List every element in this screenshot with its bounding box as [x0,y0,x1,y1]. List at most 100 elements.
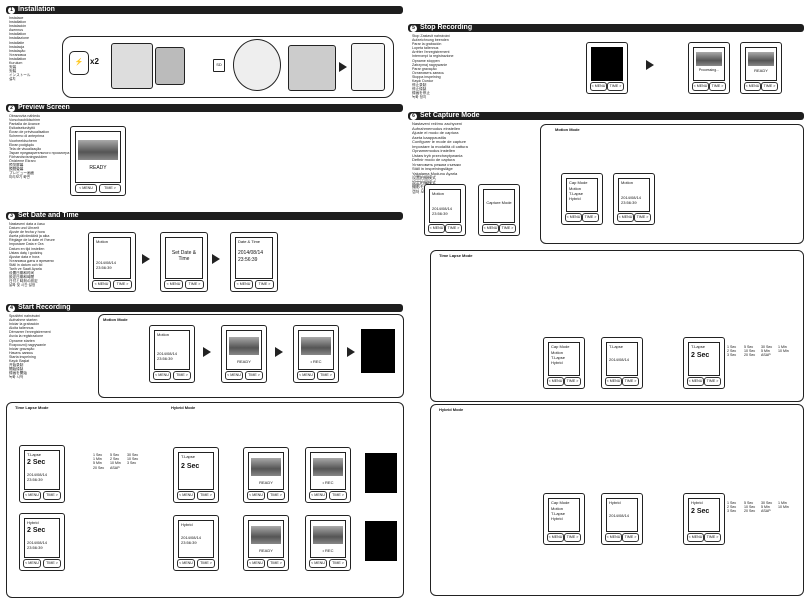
language-line: Installazione [9,36,29,41]
time-button[interactable]: TIME > [255,280,274,289]
motion-screen-1: Motion 2014/08/14 23:56:39 < MENU TIME > [149,325,195,383]
time-button[interactable]: TIME > [113,280,132,289]
time-button[interactable]: TIME > [197,491,215,500]
interval-label: 2 Sec [27,459,46,466]
time-button[interactable]: TIME > [564,533,581,542]
menu-button[interactable]: < MENU [744,82,761,91]
menu-button[interactable]: < MENU [547,377,564,386]
menu-button[interactable]: < MENU [428,224,445,233]
menu-button[interactable]: < MENU [605,533,622,542]
language-line: Rozpocznij nagrywanie [9,342,46,347]
capture-screen-2: Capture Mode < MENU TIME > [478,184,520,236]
menu-button[interactable]: < MENU [309,559,327,568]
option-hybrid: Hybrid [569,196,581,201]
menu-button[interactable]: < MENU [565,213,582,222]
time-button[interactable]: TIME > [704,377,721,386]
menu-button[interactable]: < MENU [309,491,327,500]
time-button[interactable]: TIME > [704,533,721,542]
menu-button[interactable]: < MENU [297,371,315,380]
menu-button[interactable]: < MENU [75,184,97,193]
time-button[interactable]: TIME > [267,491,285,500]
time-button[interactable]: TIME > [607,82,624,91]
mode-label: Motion [96,239,109,244]
time-button[interactable]: TIME > [445,224,462,233]
time-button[interactable]: TIME > [43,491,61,500]
time-button[interactable]: TIME > [43,559,61,568]
time-button[interactable]: TIME > [709,82,726,91]
menu-button[interactable]: < MENU [617,213,634,222]
menu-button[interactable]: < MENU [687,377,704,386]
time-button[interactable]: TIME > [761,82,778,91]
language-line: Esikatselunäyttö [9,126,36,131]
interval-option: 1 Min [93,457,102,462]
language-line: 날짜 및 시간 설정 [9,283,36,288]
time-button[interactable]: TIME > [582,213,599,222]
time-button[interactable]: TIME > [173,371,191,380]
date-value: 2014/08/14 [621,195,642,200]
time-button[interactable]: TIME > [622,533,639,542]
time-button[interactable]: TIME > [99,184,121,193]
processing-label: Processing... [698,68,720,72]
time-button[interactable]: TIME > [317,371,335,380]
language-line: Ustaw tryb przechwytywania [412,152,463,158]
preview-image [313,526,343,544]
menu-button[interactable]: < MENU [247,559,265,568]
language-line: Configurer le mode de capture [412,139,467,144]
time-button[interactable]: TIME > [245,371,263,380]
menu-button[interactable]: < MENU [177,559,195,568]
motion-screen-2: READY < MENU TIME > [221,325,267,383]
menu-button[interactable]: < MENU [687,533,704,542]
time-button[interactable]: TIME > [185,280,204,289]
rec-label: • REC [322,548,334,553]
language-line: Kurulum [9,61,23,66]
menu-button[interactable]: < MENU [234,280,253,289]
time-button[interactable]: TIME > [329,559,347,568]
menu-button[interactable]: < MENU [153,371,171,380]
screen-display: T.Lapse 2 Sec [688,342,720,376]
language-line: Starta inspelning [9,354,36,359]
interval-option: 1 Sec [727,345,737,349]
interval-option: 20 Sec [93,465,105,470]
hybrid-screen-3: READY < MENU TIME > [243,515,289,571]
screen-display: READY [226,330,262,370]
menu-button[interactable]: < MENU [164,280,183,289]
time-button[interactable]: TIME > [564,377,581,386]
option-hybrid: Hybrid [551,516,563,521]
date-value: 2014/08/14 [96,260,117,265]
step-arrow [275,347,283,357]
date-value: 2014/08/14 [27,540,48,545]
menu-button[interactable]: < MENU [547,533,564,542]
screen-display: • REC [298,330,334,370]
language-line: Instalacja [9,44,25,49]
language-line: Aseta kaappaustila [412,134,446,140]
date-value: 2014/08/14 [27,472,48,477]
date-value: 2014/08/14 [609,357,630,362]
step-arrow [347,347,355,357]
time-button[interactable]: TIME > [499,224,516,233]
time-button[interactable]: TIME > [634,213,651,222]
menu-button[interactable]: < MENU [225,371,243,380]
menu-button[interactable]: < MENU [482,224,499,233]
menu-button[interactable]: < MENU [23,491,41,500]
language-line: Arrêter l'enregistrement [412,50,450,55]
time-button[interactable]: TIME > [197,559,215,568]
menu-button[interactable]: < MENU [605,377,622,386]
menu-button[interactable]: < MENU [177,491,195,500]
time-button[interactable]: TIME > [622,377,639,386]
language-line: Instalación [9,24,27,29]
time-button[interactable]: TIME > [267,559,285,568]
menu-button[interactable]: < MENU [590,82,607,91]
menu-button[interactable]: < MENU [247,491,265,500]
menu-button[interactable]: < MENU [92,280,111,289]
menu-button[interactable]: < MENU [23,559,41,568]
date-screen-3: Date & Time 2014/08/14 23:56:39 < MENU T… [230,232,278,292]
menu-button[interactable]: < MENU [692,82,709,91]
screen-display: T.Lapse 2 Sec 2014/08/14 23:56:39 [24,450,60,490]
time-button[interactable]: TIME > [329,491,347,500]
screen-display: READY [248,452,284,490]
section-number: 1 [8,7,15,14]
screen-display: Cap Mode Motion T.Lapse Hybrid [566,178,598,212]
